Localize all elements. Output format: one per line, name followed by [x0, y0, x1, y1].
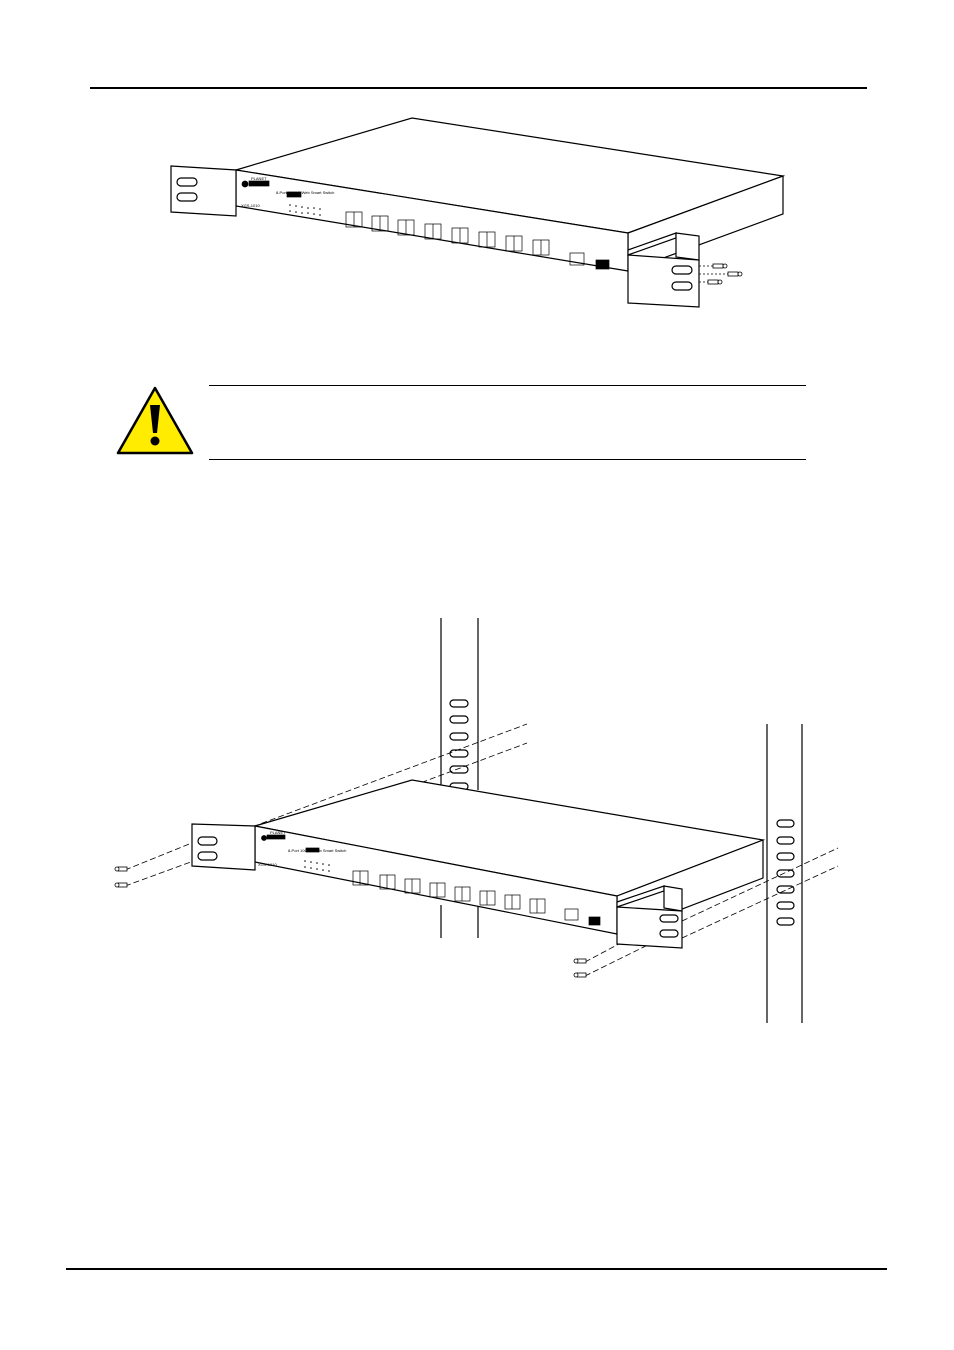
top-panel-model-banner: 8-Port 10GbE Web Smart Switch: [276, 190, 334, 195]
warning-triangle-icon: [116, 386, 194, 455]
caution-bottom-rule: [209, 459, 806, 460]
bottom-panel-brand: PLANET: [270, 830, 286, 835]
bottom-panel-model-code: XGS-1010: [258, 862, 277, 867]
caution-top-rule: [209, 385, 806, 386]
top-panel-model-code: XGS-1010: [241, 203, 260, 208]
top-panel-brand: PLANET: [251, 176, 267, 181]
footer-rule: [66, 1268, 887, 1270]
header-rule: [90, 87, 867, 89]
bottom-panel-model-banner: 8-Port 10GbE Web Smart Switch: [288, 848, 346, 853]
